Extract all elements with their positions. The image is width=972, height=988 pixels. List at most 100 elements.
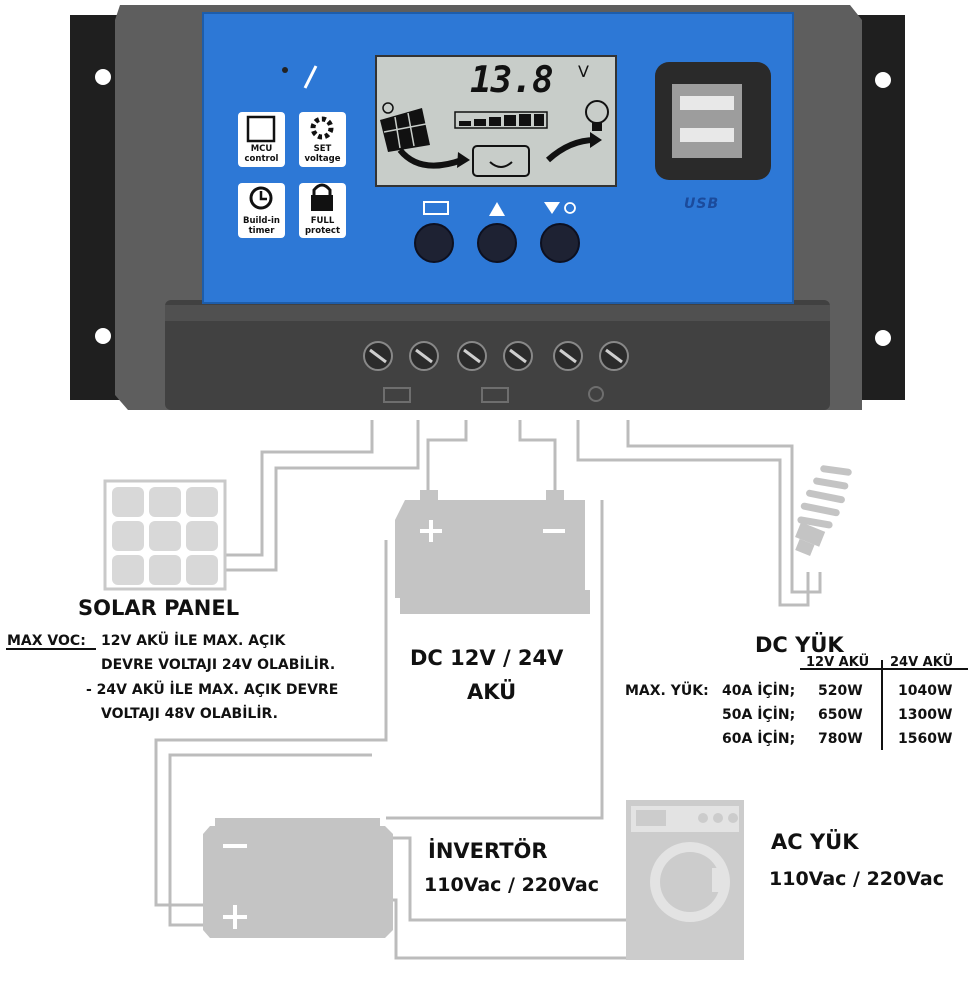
dial-icon	[698, 813, 708, 823]
up-button[interactable]	[477, 223, 517, 263]
wire-dcload-negative	[626, 420, 822, 594]
up-arrow-icon	[489, 202, 505, 216]
table-cell-12v: 650W	[818, 707, 863, 723]
down-button[interactable]	[540, 223, 580, 263]
usb-label: USB	[684, 196, 720, 212]
usb-port[interactable]	[672, 84, 742, 158]
clock-hands	[259, 191, 267, 201]
terminal-block	[165, 300, 830, 410]
lcd-battery-face-icon	[472, 145, 530, 177]
lcd-battery-bar	[454, 111, 548, 129]
battery-label-line-2: AKÜ	[467, 680, 517, 704]
washing-machine	[626, 800, 744, 960]
mount-hole	[95, 69, 111, 85]
temperature-sensor-icon	[303, 65, 318, 89]
feature-icons	[238, 112, 346, 238]
washing-machine-display	[636, 810, 666, 826]
ac-load-label-line-2: 110Vac / 220Vac	[769, 868, 944, 890]
inverter-body	[203, 826, 393, 938]
terminal-symbols	[383, 386, 604, 403]
wire-battery-inverter-negative	[386, 500, 604, 820]
battery	[395, 490, 590, 614]
battery-negative-post	[546, 490, 564, 502]
solar-panel-cells	[112, 487, 218, 585]
gear-icon	[310, 116, 334, 140]
inverter-top	[215, 818, 380, 830]
max-voc-prefix: MAX VOC:	[7, 633, 86, 649]
clock-icon	[249, 186, 273, 210]
max-voc-line-1: 12V AKÜ İLE MAX. AÇIK	[101, 633, 286, 649]
battery-body	[395, 500, 585, 598]
bulb-mini-icon	[564, 202, 576, 214]
ac-load-label-line-1: AC YÜK	[771, 830, 859, 854]
usb-slot-1[interactable]	[680, 96, 734, 110]
lcd-arrow-head	[457, 152, 470, 168]
cfl-bulb-icon	[795, 465, 852, 557]
solar-panel	[103, 479, 227, 591]
table-row-label: 60A İÇİN;	[722, 731, 796, 747]
inverter-label-line-1: İNVERTÖR	[428, 839, 548, 863]
table-cell-24v: 1300W	[898, 707, 953, 723]
wire-inverter-extra	[168, 753, 372, 927]
table-row-label: 40A İÇİN;	[722, 683, 796, 699]
inverter-plus-sign	[223, 905, 247, 929]
table-row-label: 50A İÇİN;	[722, 707, 796, 723]
wire-solar-negative	[222, 420, 420, 572]
wire-dcload-positive	[576, 420, 810, 607]
lcd-voltage-unit: V	[578, 62, 589, 81]
battery-positive-post	[420, 490, 438, 502]
mini-solar-icon	[383, 387, 411, 403]
dial-icon	[728, 813, 738, 823]
solar-panel-title: SOLAR PANEL	[78, 596, 240, 620]
wire-battery-negative	[518, 420, 557, 498]
table-cell-12v: 780W	[818, 731, 863, 747]
table-row-prefix: MAX. YÜK:	[625, 683, 709, 699]
inverter-label-line-2: 110Vac / 220Vac	[424, 874, 599, 896]
battery-base	[400, 590, 590, 614]
left-flange	[70, 15, 128, 400]
button-labels	[423, 201, 576, 216]
max-voc-line-2: DEVRE VOLTAJI 24V OLABİLİR.	[101, 657, 336, 673]
mini-battery-icon	[481, 387, 509, 403]
lcd-bulb-icon	[585, 100, 609, 131]
washing-machine-drum	[660, 852, 720, 912]
max-voc-line-4: VOLTAJI 48V OLABİLİR.	[101, 706, 278, 722]
mount-hole	[875, 72, 891, 88]
battery-label-line-1: DC 12V / 24V	[410, 646, 564, 670]
wire-battery-inverter-positive	[154, 540, 388, 907]
mount-hole	[875, 330, 891, 346]
lcd-arrow-head	[590, 132, 602, 148]
down-arrow-icon	[544, 202, 560, 214]
usb-slot-2[interactable]	[680, 128, 734, 142]
lcd-charge-arrow-icon	[397, 148, 464, 169]
lock-icon	[311, 195, 333, 211]
wire-battery-positive	[426, 420, 468, 498]
terminal-screws	[363, 341, 629, 371]
max-voc-line-3: - 24V AKÜ İLE MAX. AÇIK DEVRE	[86, 682, 339, 698]
lock-shackle	[312, 183, 332, 196]
lcd-solar-icon	[380, 102, 430, 152]
chip-icon	[246, 115, 276, 143]
dial-icon	[713, 813, 723, 823]
faceplate-border	[202, 12, 794, 304]
inverter	[203, 818, 393, 938]
wire-inverter-acload-2	[386, 898, 628, 960]
wire-inverter-acload-1	[386, 836, 628, 922]
battery-plus-sign	[420, 520, 442, 542]
battery-mode-icon	[423, 201, 449, 215]
mini-bulb-icon	[588, 386, 604, 402]
dc-load-title: DC YÜK	[755, 633, 844, 657]
table-header-24v: 24V AKÜ	[890, 655, 954, 670]
table-cell-12v: 520W	[818, 683, 863, 699]
indicator-dot	[282, 67, 288, 73]
lcd-smile	[489, 161, 513, 168]
wire-solar-positive	[222, 420, 374, 557]
table-cell-24v: 1040W	[898, 683, 953, 699]
menu-button[interactable]	[414, 223, 454, 263]
charge-controller	[70, 5, 905, 410]
table-cell-24v: 1560W	[898, 731, 953, 747]
screw-slots	[369, 348, 623, 364]
